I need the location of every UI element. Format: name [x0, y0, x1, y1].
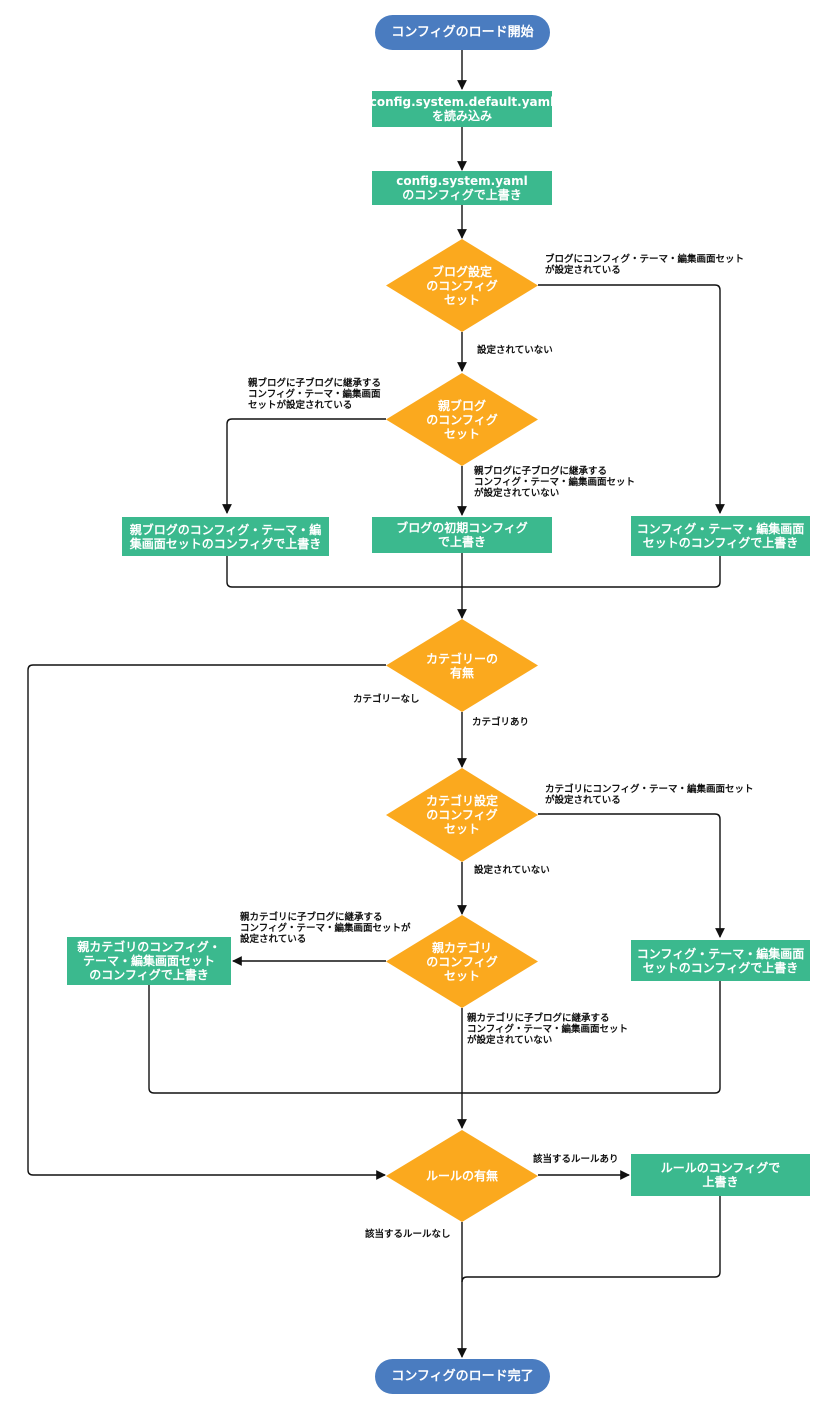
edge-no-category — [27, 664, 386, 1180]
edge-label-parent-blog-set: 親ブログに子ブログに継承する コンフィグ・テーマ・編集画面 セットが設定されてい… — [248, 378, 382, 411]
decision-category-config-set: カテゴリ設定 のコンフィグ セット — [386, 768, 538, 862]
decision-blog-config-set: ブログ設定 のコンフィグ セット — [386, 239, 538, 332]
edge-label-parent-category-not-set: 親カテゴリに子ブログに継承する コンフィグ・テーマ・編集画面セット が設定されて… — [467, 1013, 629, 1046]
override-system-config: config.system.yaml のコンフィグで上書き — [372, 171, 552, 205]
decision-category-exists: カテゴリーの 有無 — [386, 619, 538, 712]
override-rule: ルールのコンフィグで 上書き — [631, 1154, 810, 1196]
edge-parent-blog-set — [222, 418, 386, 514]
override-blog-set: コンフィグ・テーマ・編集画面 セットのコンフィグで上書き — [631, 516, 810, 556]
override-blog-initial: ブログの初期コンフィグ で上書き — [372, 517, 552, 553]
decision-label: 親カテゴリ のコンフィグ セット — [426, 940, 498, 983]
override-parent-blog-set: 親ブログのコンフィグ・テーマ・編 集画面セットのコンフィグで上書き — [122, 517, 329, 556]
start-terminal: コンフィグのロード開始 — [375, 15, 550, 50]
edge-label-no-category: カテゴリーなし — [353, 694, 420, 705]
decision-label: ブログ設定 のコンフィグ セット — [426, 264, 498, 307]
decision-rule-exists: ルールの有無 — [386, 1130, 538, 1222]
edge-label-rule-exists: 該当するルールあり — [533, 1154, 619, 1165]
decision-parent-category-config-set: 親カテゴリ のコンフィグ セット — [386, 915, 538, 1008]
end-terminal: コンフィグのロード完了 — [375, 1359, 550, 1394]
override-category-set: コンフィグ・テーマ・編集画面 セットのコンフィグで上書き — [631, 940, 810, 981]
edge-label-rule-not-exists: 該当するルールなし — [365, 1229, 451, 1240]
load-default-config: config.system.default.yaml を読み込み — [370, 91, 554, 127]
edge-dec-blog-set — [538, 284, 725, 514]
decision-label: ルールの有無 — [425, 1169, 498, 1183]
edge-label-parent-category-set: 親カテゴリに子ブログに継承する コンフィグ・テーマ・編集画面セットが 設定されて… — [240, 912, 411, 945]
decision-parent-blog-config-set: 親ブログ のコンフィグ セット — [386, 373, 538, 466]
decision-label: カテゴリ設定 のコンフィグ セット — [425, 794, 498, 836]
edge-label-has-category: カテゴリあり — [472, 717, 530, 728]
edge-label-blog-not-set: 設定されていない — [477, 345, 553, 356]
decision-label: カテゴリーの 有無 — [425, 651, 498, 680]
edge-merge-blog — [226, 556, 721, 588]
edge-label-category-set: カテゴリにコンフィグ・テーマ・編集画面セット が設定されている — [545, 784, 754, 806]
edge-merge-category — [148, 981, 721, 1094]
decision-label: 親ブログ のコンフィグ セット — [426, 398, 498, 441]
edge-category-set — [538, 813, 725, 938]
edge-label-parent-blog-not-set: 親ブログに子ブログに継承する コンフィグ・テーマ・編集画面セット が設定されてい… — [474, 466, 636, 499]
override-parent-category-set: 親カテゴリのコンフィグ・ テーマ・編集画面セット のコンフィグで上書き — [67, 937, 231, 985]
edge-label-category-not-set: 設定されていない — [474, 865, 550, 876]
edge-label-blog-set: ブログにコンフィグ・テーマ・編集画面セット が設定されている — [545, 254, 745, 276]
